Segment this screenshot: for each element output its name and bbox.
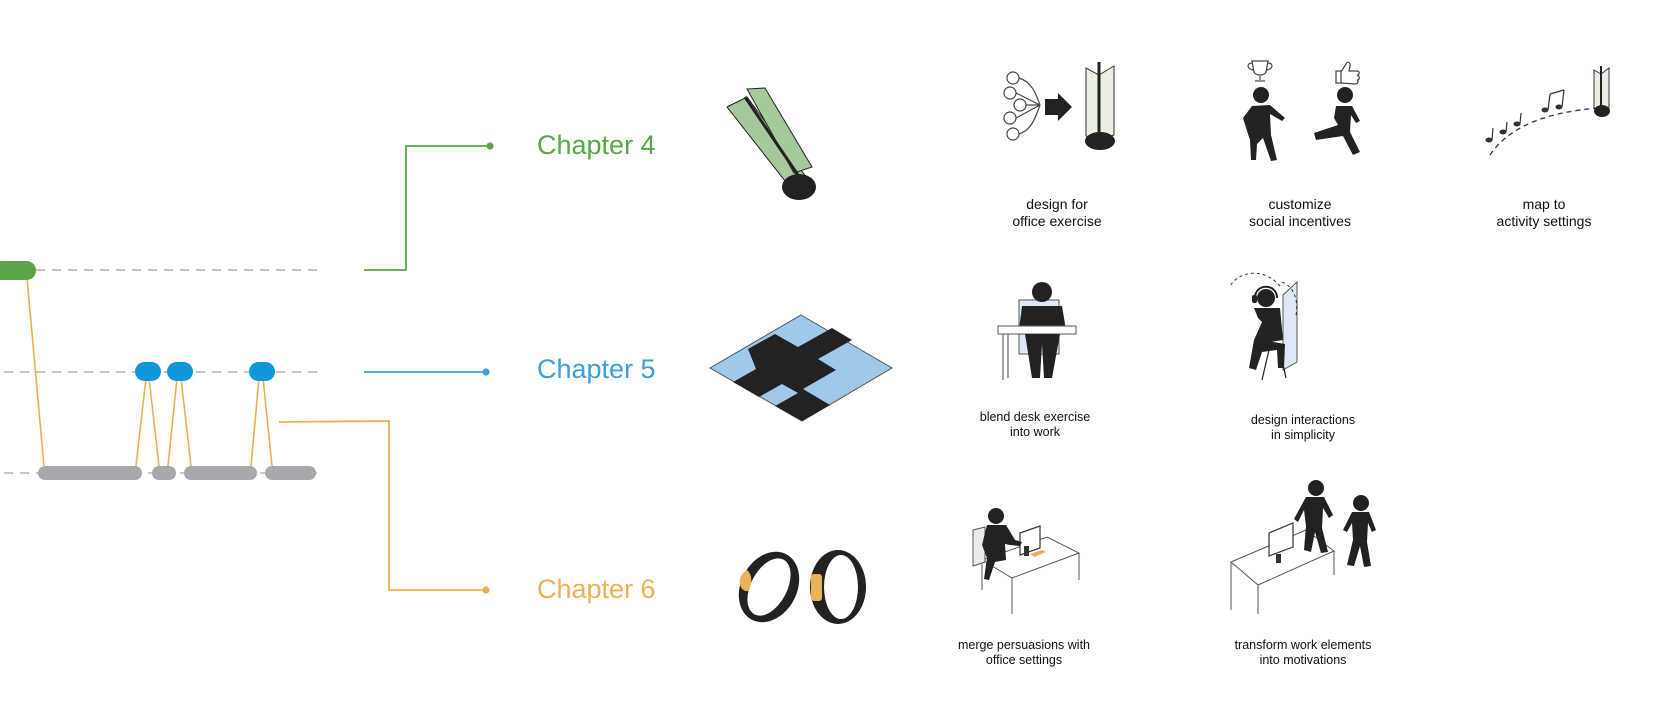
timeline-blue-node <box>249 362 275 381</box>
chapter-connectors <box>278 142 494 594</box>
chapter-4-label: Chapter 4 <box>537 130 656 160</box>
connector-chapter-6-dot <box>482 586 490 594</box>
chapter-5-label: Chapter 5 <box>537 354 656 384</box>
connector-chapter-4-dot <box>486 142 494 150</box>
timeline-blue-node <box>135 362 161 381</box>
timeline-gray-bar <box>38 466 142 480</box>
wristband-icon <box>738 550 866 624</box>
timeline-blue-node <box>167 362 193 381</box>
connector-chapter-6 <box>278 420 486 591</box>
sensor-to-panel-icon <box>1003 62 1115 150</box>
headphone-seated-figure-icon <box>1229 272 1298 381</box>
floor-mat-icon <box>709 314 893 422</box>
music-notes-path-icon <box>1485 66 1610 156</box>
standing-panel-icon <box>726 87 816 200</box>
connector-chapter-5-dot <box>482 368 490 376</box>
timeline-gray-bar <box>265 466 316 480</box>
connector-chapter-4 <box>364 145 490 271</box>
timeline-connectors <box>26 277 273 467</box>
seated-desk-figure-icon <box>997 282 1077 380</box>
timeline <box>0 261 322 480</box>
timeline-green-bar <box>0 261 36 280</box>
timeline-gray-bar <box>152 466 176 480</box>
timeline-gray-bar <box>184 466 257 480</box>
social-incentive-figures-icon <box>1243 60 1360 161</box>
thumbs-up-icon <box>1335 61 1360 85</box>
walking-figures-desk-icon <box>1230 480 1376 614</box>
trophy-icon <box>1247 60 1273 82</box>
desk-workstation-icon <box>972 508 1081 614</box>
chapter-6-label: Chapter 6 <box>537 574 656 604</box>
